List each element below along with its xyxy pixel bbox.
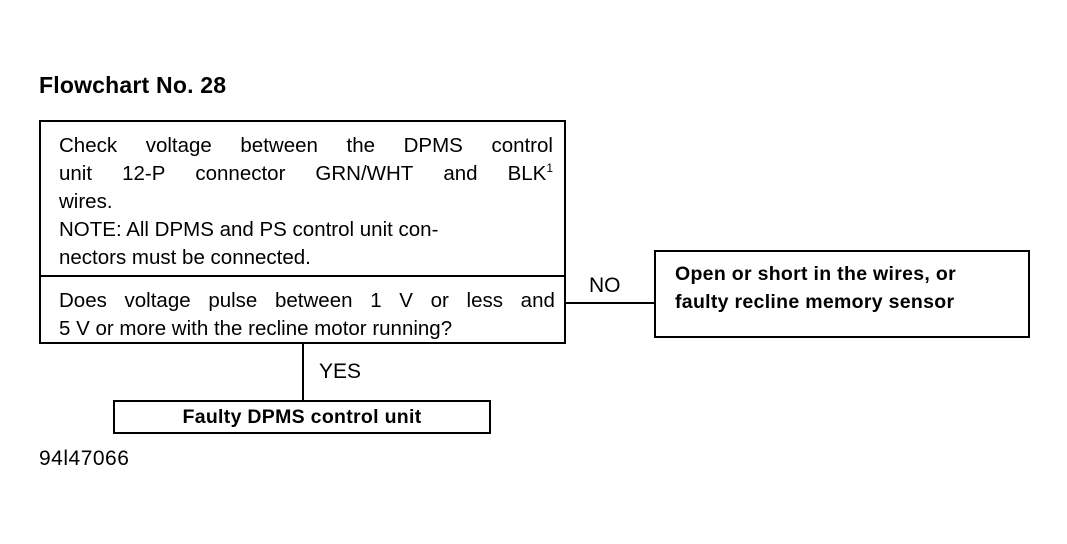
instruction-section: Check voltage between the DPMS control u… [41, 122, 564, 277]
question-line-2: 5 V or more with the recline motor runni… [59, 317, 453, 340]
instruction-note-line-2: nectors must be connected. [59, 246, 311, 269]
instruction-word: DPMS [403, 134, 463, 157]
connector-yes-branch [302, 343, 304, 401]
instruction-word: connector [195, 162, 286, 185]
instruction-word: and [443, 162, 478, 185]
connector-no-branch [566, 302, 655, 304]
branch-label-no: NO [589, 274, 621, 297]
question-word: less [466, 289, 503, 312]
instruction-line-2: unit 12-P connector GRN/WHT and BLK1 [59, 160, 553, 188]
instruction-word: the [346, 134, 376, 157]
instruction-word: control [491, 134, 553, 157]
instruction-line-3: wires. [59, 190, 113, 213]
footnote-superscript: 1 [546, 161, 553, 176]
instruction-word: unit [59, 162, 93, 185]
no-result-line-1: Open or short in the wires, or [675, 263, 956, 285]
yes-result-text: Faulty DPMS control unit [182, 406, 422, 428]
instruction-note-line-1: NOTE: All DPMS and PS control unit con- [59, 218, 439, 241]
question-line-1: Does voltage pulse between 1 V or less a… [59, 287, 555, 315]
instruction-word: GRN/WHT [315, 162, 414, 185]
instruction-line-1: Check voltage between the DPMS control [59, 132, 553, 160]
question-word: and [520, 289, 555, 312]
figure-number: 94l47066 [39, 447, 130, 470]
question-section: Does voltage pulse between 1 V or less a… [41, 277, 564, 342]
question-word: between [275, 289, 353, 312]
branch-label-yes: YES [319, 360, 362, 383]
no-result-box: Open or short in the wires, or faulty re… [654, 250, 1030, 338]
question-word: or [430, 289, 449, 312]
no-result-line-2: faulty recline memory sensor [675, 291, 955, 313]
instruction-word: Check [59, 134, 118, 157]
question-word: V [399, 289, 413, 312]
instruction-word-blk: BLK1 [508, 160, 553, 188]
instruction-word: BLK [507, 162, 547, 185]
check-step-box: Check voltage between the DPMS control u… [39, 120, 566, 344]
question-word: pulse [208, 289, 258, 312]
question-word: 1 [370, 289, 382, 312]
instruction-word: voltage [145, 134, 212, 157]
question-word: Does [59, 289, 107, 312]
yes-result-box: Faulty DPMS control unit [113, 400, 491, 434]
page-title: Flowchart No. 28 [39, 72, 227, 98]
question-word: voltage [124, 289, 191, 312]
instruction-word: 12-P [122, 162, 166, 185]
instruction-word: between [240, 134, 318, 157]
